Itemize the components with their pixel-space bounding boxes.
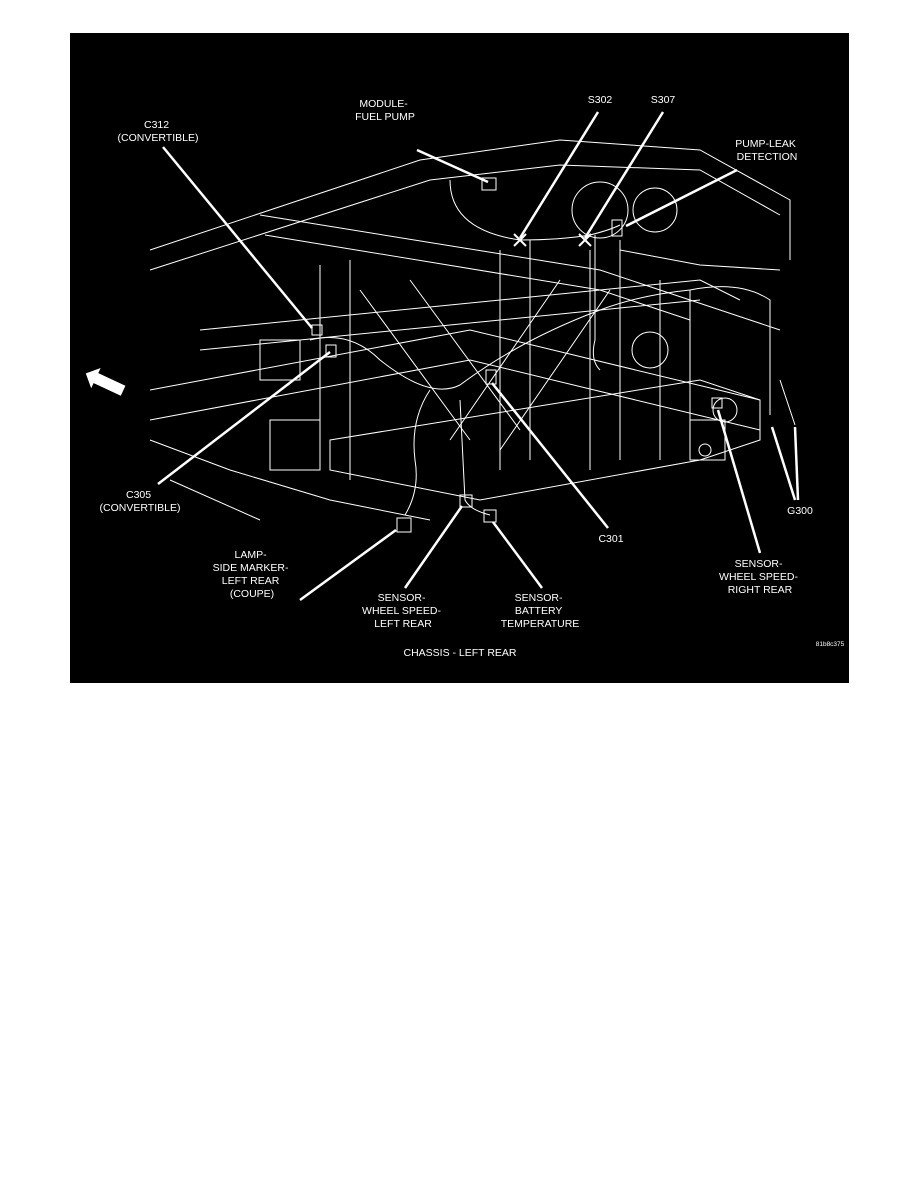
label-pump-leak-detection: PUMP-LEAK DETECTION <box>735 138 799 163</box>
arrow-sensor-wheel-left <box>403 505 464 589</box>
label-sensor-battery-temperature: SENSOR- BATTERY TEMPERATURE <box>501 592 580 630</box>
labels: C312 (CONVERTIBLE) MODULE- FUEL PUMP S30… <box>100 94 845 659</box>
label-module-fuel-pump: MODULE- FUEL PUMP <box>355 98 415 123</box>
arrow-c301 <box>491 382 609 529</box>
label-sensor-wheel-speed-left: SENSOR- WHEEL SPEED- LEFT REAR <box>362 592 444 630</box>
label-g300: G300 <box>787 505 813 517</box>
label-c301: C301 <box>598 533 623 545</box>
figure-code: 81b8c375 <box>816 641 845 648</box>
arrow-g300 <box>770 426 800 501</box>
arrow-c305 <box>157 351 331 485</box>
arrow-fuel-pump <box>416 148 489 184</box>
label-sensor-wheel-speed-right: SENSOR- WHEEL SPEED- RIGHT REAR <box>719 558 801 596</box>
diagram-background <box>70 33 849 683</box>
leader-arrows <box>157 111 800 602</box>
arrow-lamp-side-marker <box>299 528 397 602</box>
label-s302: S302 <box>588 94 613 106</box>
label-c312: C312 (CONVERTIBLE) <box>118 119 199 144</box>
line-s307 <box>583 111 665 239</box>
arrow-pump-leak <box>625 168 738 228</box>
label-s307: S307 <box>651 94 676 106</box>
fwd-arrow-icon <box>85 367 126 396</box>
chassis-line-art <box>149 139 796 533</box>
label-c305: C305 (CONVERTIBLE) <box>100 489 181 514</box>
arrow-sensor-wheel-right <box>716 409 762 554</box>
figure-caption: CHASSIS - LEFT REAR <box>404 647 517 659</box>
arrow-c312 <box>162 146 313 329</box>
arrow-sensor-battery <box>491 521 544 589</box>
line-s302 <box>518 111 600 239</box>
label-lamp-side-marker: LAMP- SIDE MARKER- LEFT REAR (COUPE) <box>213 549 292 600</box>
